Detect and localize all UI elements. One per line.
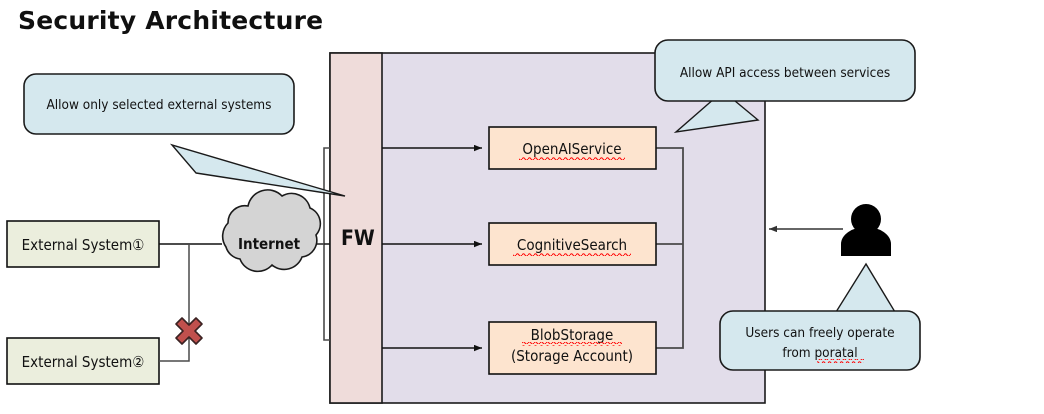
external-system-1[interactable]: External System① <box>6 220 160 268</box>
service-box-blobstorage[interactable]: BlobStorage (Storage Account) <box>488 321 657 375</box>
service-label-cognitivesearch: CognitiveSearch <box>517 236 627 254</box>
internet-label: Internet <box>238 235 301 253</box>
service-connector-bracket <box>656 147 684 349</box>
external-system-1-label: External System① <box>22 236 145 254</box>
page-title: Security Architecture <box>18 6 324 35</box>
callout-portal-line2: from poratal <box>782 345 857 361</box>
spellcheck-underline-blobstorage <box>522 342 622 346</box>
person-icon <box>841 204 891 256</box>
callout-allow-external: Allow only selected external systems <box>23 73 346 197</box>
spellcheck-underline-cognitivesearch <box>513 252 631 256</box>
spellcheck-underline-openai <box>519 156 625 160</box>
service-label-openai: OpenAIService <box>522 140 621 158</box>
external-system-2[interactable]: External System② <box>6 337 160 385</box>
firewall-label: FW <box>341 226 375 250</box>
callout-api-access: Allow API access between services <box>654 39 916 134</box>
spellcheck-underline-poratal <box>817 359 864 363</box>
service-box-cognitivesearch[interactable]: CognitiveSearch <box>488 222 657 266</box>
ext2-blocked-line <box>159 244 190 362</box>
callout-portal-line1: Users can freely operate <box>745 325 894 341</box>
internet-cloud: Internet <box>221 189 322 273</box>
x-block-icon <box>175 317 203 345</box>
firewall-band <box>329 52 383 404</box>
callout-api-access-text: Allow API access between services <box>680 65 890 81</box>
service-sublabel-blobstorage: (Storage Account) <box>511 347 633 365</box>
service-label-blobstorage: BlobStorage <box>531 326 614 344</box>
callout-portal: Users can freely operate from poratal <box>719 262 921 371</box>
callout-allow-external-text: Allow only selected external systems <box>47 97 272 113</box>
external-system-2-label: External System② <box>22 353 145 371</box>
service-box-openai[interactable]: OpenAIService <box>488 126 657 170</box>
